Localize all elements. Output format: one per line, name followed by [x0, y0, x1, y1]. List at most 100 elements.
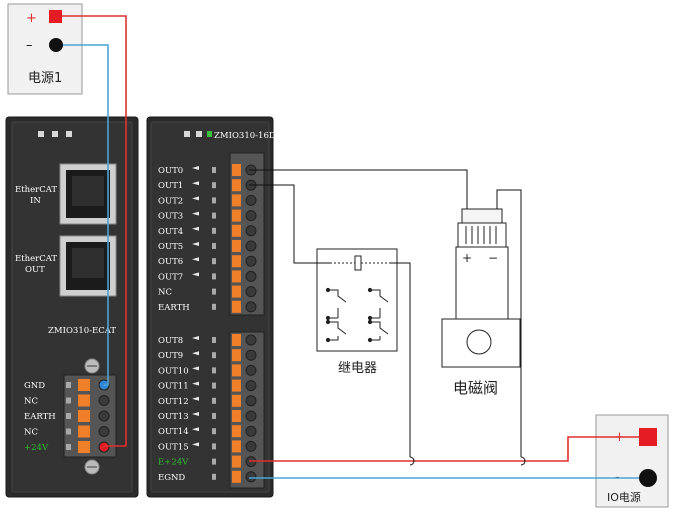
io16-terminal-hole[interactable] [245, 395, 257, 407]
io16-terminal-lever[interactable] [232, 255, 241, 268]
ecat-terminal-lever[interactable] [78, 410, 90, 422]
io16-terminal-pin [212, 197, 216, 204]
io16-terminal-lever[interactable] [232, 194, 241, 207]
io16-terminal-lever[interactable] [232, 270, 241, 283]
io16-terminal-label: E+24V [158, 458, 189, 468]
power1-positive-terminal [49, 10, 62, 23]
io16-terminal-hole[interactable] [245, 286, 257, 298]
wire-valve-gnd-hop [520, 456, 526, 466]
io16-terminal-hole[interactable] [245, 471, 257, 483]
io16-terminal-label: EARTH [158, 303, 190, 313]
io16-terminal-lever[interactable] [232, 300, 241, 313]
relay: 继电器 [316, 248, 398, 376]
ethercat-out-label-1: EtherCAT [15, 254, 57, 264]
io16-terminal-label: OUT1 [158, 181, 183, 191]
io16-terminal-pin [212, 227, 216, 234]
ethercat-in-port[interactable] [59, 163, 117, 225]
io16-terminal-hole[interactable] [245, 210, 257, 222]
wires [62, 15, 639, 479]
io16-terminal-label: NC [158, 288, 172, 298]
io16-terminal-lever[interactable] [232, 224, 241, 237]
io16-terminal-pin [212, 288, 216, 295]
ecat-model-label: ZMIO310-ECAT [48, 326, 116, 336]
io16-terminal-lever[interactable] [232, 334, 241, 346]
io16-terminal-hole[interactable] [245, 194, 257, 206]
ecat-terminal-lever[interactable] [78, 441, 90, 453]
ethercat-in-label-2: IN [30, 196, 41, 206]
io16-terminal-pin [212, 367, 216, 374]
io16-terminal-lever[interactable] [232, 364, 241, 377]
io16-terminal-label: OUT13 [158, 412, 189, 422]
io16-terminal-hole[interactable] [245, 440, 257, 452]
ecat-terminal-hole[interactable] [98, 441, 110, 453]
io16-terminal-lever[interactable] [232, 349, 241, 362]
io16-terminal-pin [212, 243, 216, 249]
io16-led-indicator [192, 242, 199, 246]
io16-terminal-lever[interactable] [232, 240, 241, 252]
io16-terminal-pin [212, 212, 216, 219]
ecat-terminal-hole[interactable] [98, 410, 110, 422]
io16-terminal-hole[interactable] [245, 425, 257, 437]
io16-terminal-pin [212, 413, 216, 419]
io16-terminal-label: OUT9 [158, 351, 183, 361]
io16-terminal-label: OUT7 [158, 272, 183, 282]
ecat-terminal-lever[interactable] [78, 379, 90, 391]
io16-led-2 [196, 131, 202, 137]
io16-terminal-lever[interactable] [232, 164, 241, 176]
ecat-terminal-hole[interactable] [98, 395, 110, 406]
io16-terminal-lever[interactable] [232, 410, 241, 422]
ecat-led-1 [38, 131, 44, 137]
io16-terminal-pin [212, 428, 216, 435]
io16-terminal-hole[interactable] [245, 301, 257, 313]
io16-terminal-label: OUT2 [158, 196, 183, 206]
io16-terminal-hole[interactable] [245, 270, 257, 282]
ecat-terminal-hole[interactable] [98, 426, 110, 437]
io16-terminal-pin [212, 443, 216, 450]
io16-module: ZMIO310-16DOP OUT0OUT1OUT2OUT3OUT4OUT5OU… [146, 116, 289, 498]
io16-terminal-pin [212, 337, 216, 343]
io-power-supply: + - IO电源 [595, 414, 669, 508]
io16-terminal-lever[interactable] [232, 470, 241, 483]
io16-terminal-lever[interactable] [232, 425, 241, 438]
ethercat-out-label-2: OUT [25, 265, 45, 275]
io16-terminal-hole[interactable] [245, 364, 257, 376]
ethercat-in-label-1: EtherCAT [15, 185, 57, 195]
io16-terminal-hole[interactable] [245, 380, 257, 392]
io16-terminal-hole[interactable] [245, 334, 257, 346]
ecat-terminal-lever[interactable] [78, 394, 90, 407]
io16-terminal-lever[interactable] [232, 285, 241, 298]
wire-power1-positive [62, 15, 127, 447]
wire-relay-gnd-hop [409, 456, 415, 466]
wire-valve-gnd [496, 189, 522, 457]
io16-terminal-pin [212, 303, 216, 310]
io16-terminal-pin [212, 258, 216, 265]
valve-minus-label: − [488, 251, 498, 265]
io16-terminal-pin [212, 273, 216, 280]
ecat-terminal-lever[interactable] [78, 425, 90, 438]
io16-terminal-hole[interactable] [245, 240, 257, 252]
io16-terminal-lever[interactable] [232, 455, 241, 468]
io16-model-label: ZMIO310-16DOP [214, 131, 289, 141]
wire-power1-negative [63, 44, 109, 386]
io16-led-indicator [192, 196, 199, 201]
relay-label: 继电器 [338, 361, 377, 376]
io16-led-indicator [192, 166, 199, 170]
io16-terminal-hole[interactable] [245, 225, 257, 237]
io16-terminal-lever[interactable] [232, 179, 241, 192]
io16-terminal-lever[interactable] [232, 394, 241, 407]
io16-terminal-hole[interactable] [245, 410, 257, 422]
io16-terminal-lever[interactable] [232, 209, 241, 222]
wire-relay-gnd [390, 262, 411, 457]
io-power-positive-terminal [639, 428, 657, 446]
io16-led-indicator [192, 336, 199, 340]
io16-terminal-hole[interactable] [245, 349, 257, 361]
ethercat-out-port[interactable] [59, 235, 117, 297]
io-power-negative-terminal [639, 469, 657, 487]
io-power-label: IO电源 [607, 490, 641, 504]
io16-terminal-lever[interactable] [232, 379, 241, 392]
io16-terminal-hole[interactable] [245, 255, 257, 267]
io16-terminal-lever[interactable] [232, 440, 241, 453]
io16-terminal-label: OUT10 [158, 366, 189, 376]
io16-terminal-label: OUT12 [158, 397, 189, 407]
